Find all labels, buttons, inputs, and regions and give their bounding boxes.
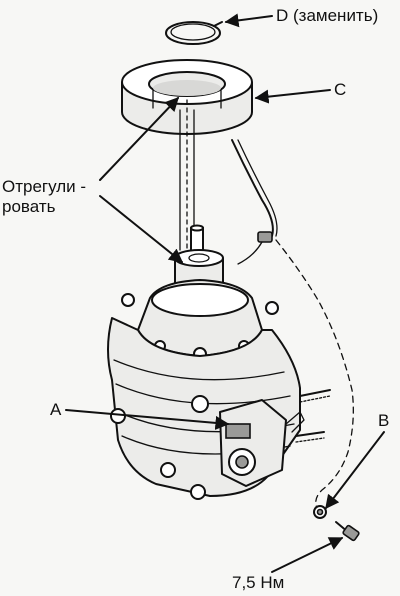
ground-terminal-b bbox=[313, 505, 327, 519]
leader-d bbox=[224, 13, 273, 28]
label-a: A bbox=[50, 400, 62, 419]
coil-lead-wire bbox=[231, 139, 354, 511]
leader-a bbox=[65, 409, 230, 430]
leader-torque bbox=[271, 537, 344, 573]
label-torque: 7,5 Нм bbox=[232, 573, 284, 592]
leader-adjust-top bbox=[99, 96, 179, 181]
snap-ring-d bbox=[165, 21, 223, 45]
leader-c bbox=[254, 89, 331, 104]
label-c: C bbox=[334, 80, 346, 99]
leader-b bbox=[325, 431, 385, 510]
label-b: B bbox=[378, 411, 389, 430]
connector-bracket bbox=[219, 399, 305, 487]
ground-bolt bbox=[335, 521, 360, 542]
label-d: D (заменить) bbox=[276, 6, 378, 25]
leader-adjust-bottom bbox=[99, 195, 184, 263]
mounting-studs bbox=[295, 389, 331, 443]
label-adjust-line1: Отрегули - bbox=[2, 177, 86, 196]
stator-coil-c bbox=[121, 59, 253, 135]
label-adjust-line2: ровать bbox=[2, 197, 56, 216]
